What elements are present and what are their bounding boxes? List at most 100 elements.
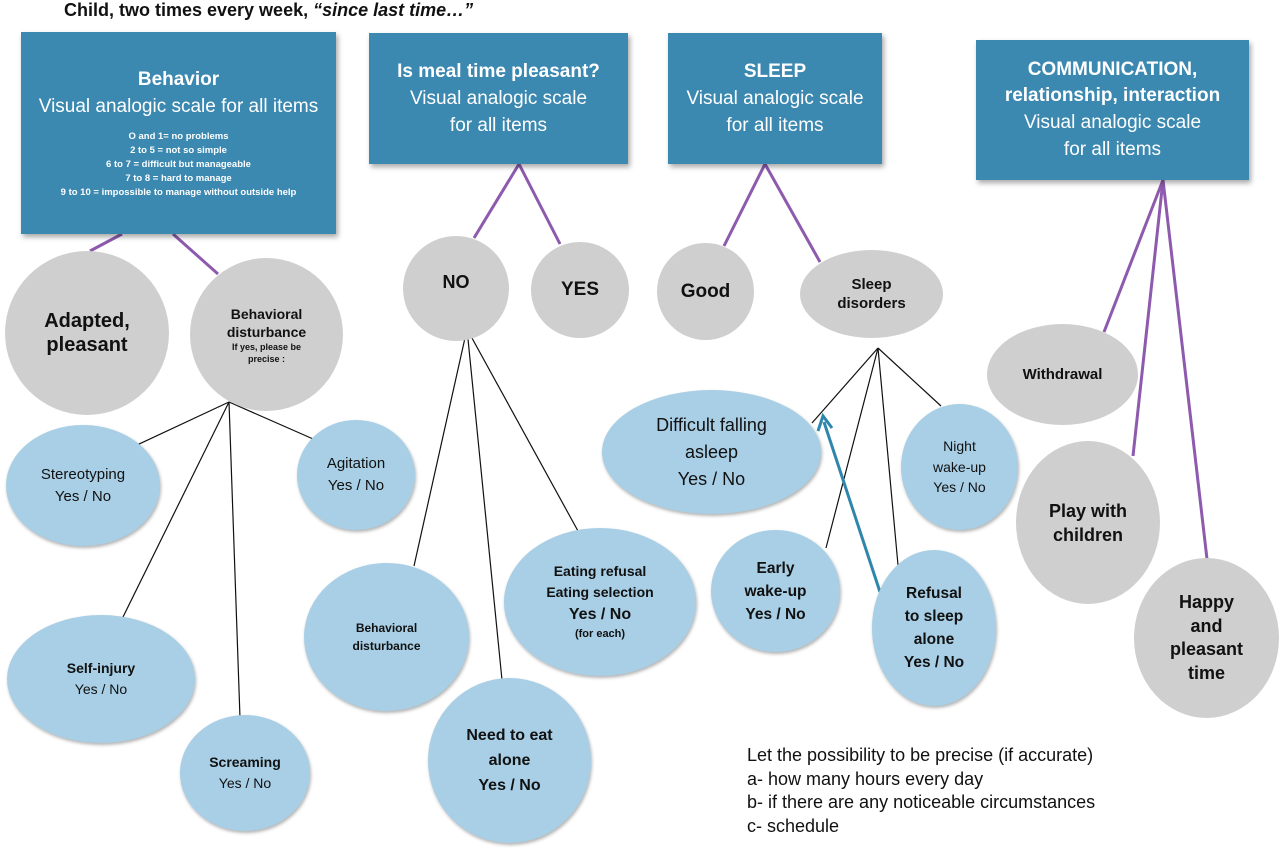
meal-no-node: NO [403, 236, 509, 341]
behavior-scale-legend: O and 1= no problems 2 to 5 = not so sim… [61, 130, 297, 200]
node-line: NO [442, 272, 470, 292]
stereotyping-node: Stereotyping Yes / No [6, 425, 160, 546]
node-line: time [1187, 662, 1225, 683]
page-title: Child, two times every week, “since last… [64, 0, 473, 21]
title-main: Child, two times every week, [64, 0, 309, 20]
sleep-box-title: SLEEP [743, 60, 807, 82]
node-line: (for each) [574, 628, 626, 640]
node-line: Need to eat [466, 727, 553, 744]
node-line: Happy [1178, 592, 1234, 612]
connector-no-behavioral [413, 328, 468, 567]
communication-box-line1: COMMUNICATION, [1027, 59, 1198, 80]
connector-disturbance-selfinjury [121, 401, 230, 620]
node-line: Yes / No [745, 605, 806, 623]
withdrawal-node: Withdrawal [987, 324, 1138, 425]
node-line: Play with [1048, 500, 1128, 521]
node-line: disorders [837, 295, 906, 312]
connector-behavior-disturbance [172, 232, 219, 276]
node-line: Eating refusal [553, 563, 647, 579]
node-note: precise : [247, 353, 286, 364]
node-line: children [1052, 524, 1123, 545]
meal-box-line2: for all items [449, 114, 548, 136]
note-line: Let the possibility to be precise (if ac… [747, 745, 1094, 765]
note-line: c- schedule [747, 815, 840, 836]
connector-no-refusal [466, 328, 579, 532]
play-with-children-node: Play with children [1016, 441, 1160, 604]
scale-line: 9 to 10 = impossible to manage without o… [60, 186, 297, 198]
node-line: disturbance [352, 639, 421, 653]
node-line: Yes / No [568, 606, 632, 623]
node-line: wake-up [933, 458, 986, 475]
communication-box-line4: for all items [1063, 139, 1162, 160]
node-line: Yes / No [74, 681, 128, 697]
node-line: Yes / No [218, 775, 272, 791]
note-line: b- if there are any noticeable circumsta… [747, 792, 1096, 812]
agitation-node: Agitation Yes / No [297, 420, 415, 530]
node-line: Adapted, [44, 310, 130, 332]
node-line: Behavioral [355, 621, 418, 635]
title-quote: “since last time…” [313, 0, 474, 20]
communication-box: COMMUNICATION, relationship, interaction… [976, 40, 1249, 180]
node-line: Yes / No [903, 654, 965, 671]
night-wake-up-node: Night wake-up Yes / No [901, 404, 1018, 530]
connector-sleep-night [877, 347, 942, 407]
node-line: alone [488, 752, 531, 769]
screaming-node: Screaming Yes / No [180, 715, 310, 831]
difficult-falling-asleep-node: Difficult falling asleep Yes / No [602, 390, 821, 514]
sleep-box-line2: for all items [726, 114, 824, 136]
self-injury-node: Self-injury Yes / No [7, 615, 195, 743]
connector-no-eatalone [466, 328, 503, 681]
node-line: YES [560, 279, 600, 300]
node-line: and [1190, 615, 1223, 636]
connector-meal-yes [517, 163, 562, 245]
node-line: Difficult falling [656, 414, 767, 435]
connector-meal-no [472, 163, 521, 239]
precision-note: Let the possibility to be precise (if ac… [747, 744, 1095, 838]
node-line: pleasant [1169, 639, 1244, 659]
node-line: Yes / No [677, 468, 746, 489]
connector-comm-happy [1161, 179, 1209, 560]
scale-line: 6 to 7 = difficult but manageable [106, 158, 251, 170]
node-line: Sleep [851, 276, 892, 293]
eating-refusal-node: Eating refusal Eating selection Yes / No… [504, 528, 696, 676]
node-line: Stereotyping [40, 465, 126, 483]
communication-box-line3: Visual analogic scale [1023, 112, 1202, 133]
sleep-good-node: Good [657, 243, 754, 340]
scale-line: 7 to 8 = hard to manage [125, 172, 232, 184]
meal-yes-node: YES [531, 242, 629, 338]
meal-box-title: Is meal time pleasant? [397, 60, 600, 82]
connector-sleep-disorders [763, 163, 822, 263]
connector-comm-play [1131, 179, 1165, 457]
refusal-to-falling-arrow [816, 412, 882, 593]
meal-behavioral-disturbance-node: Behavioral disturbance [304, 563, 469, 711]
communication-box-line2: relationship, interaction [1004, 85, 1221, 106]
connector-disturbance-screaming [228, 401, 241, 719]
meal-box-line1: Visual analogic scale [409, 87, 588, 109]
meal-box: Is meal time pleasant? Visual analogic s… [369, 33, 628, 164]
need-to-eat-alone-node: Need to eat alone Yes / No [428, 678, 591, 843]
connector-sleep-falling [811, 347, 879, 424]
refusal-to-sleep-alone-node: Refusal to sleep alone Yes / No [872, 550, 996, 706]
adapted-pleasant-node: Adapted, pleasant [5, 251, 169, 415]
node-line: alone [913, 631, 955, 648]
node-line: Good [680, 280, 731, 302]
sleep-box: SLEEP Visual analogic scale for all item… [668, 33, 882, 164]
node-line: Self-injury [66, 660, 136, 676]
behavior-box: Behavior Visual analogic scale for all i… [21, 32, 336, 234]
node-line: Behavioral [230, 305, 303, 322]
scale-line: O and 1= no problems [128, 130, 229, 142]
connector-sleep-refusal [877, 347, 899, 566]
node-line: pleasant [46, 334, 128, 356]
note-line: a- how many hours every day [747, 768, 984, 789]
connector-behavior-adapted [89, 232, 123, 253]
happy-pleasant-time-node: Happy and pleasant time [1134, 558, 1279, 718]
node-line: asleep [684, 441, 739, 462]
node-line: Yes / No [54, 487, 112, 505]
node-line: Yes / No [478, 777, 541, 794]
scale-line: 2 to 5 = not so simple [130, 144, 227, 156]
connector-sleep-early [825, 347, 879, 549]
node-line: to sleep [904, 608, 964, 625]
behavior-box-subtitle: Visual analogic scale for all items [38, 95, 319, 117]
node-line: Yes / No [327, 477, 385, 494]
